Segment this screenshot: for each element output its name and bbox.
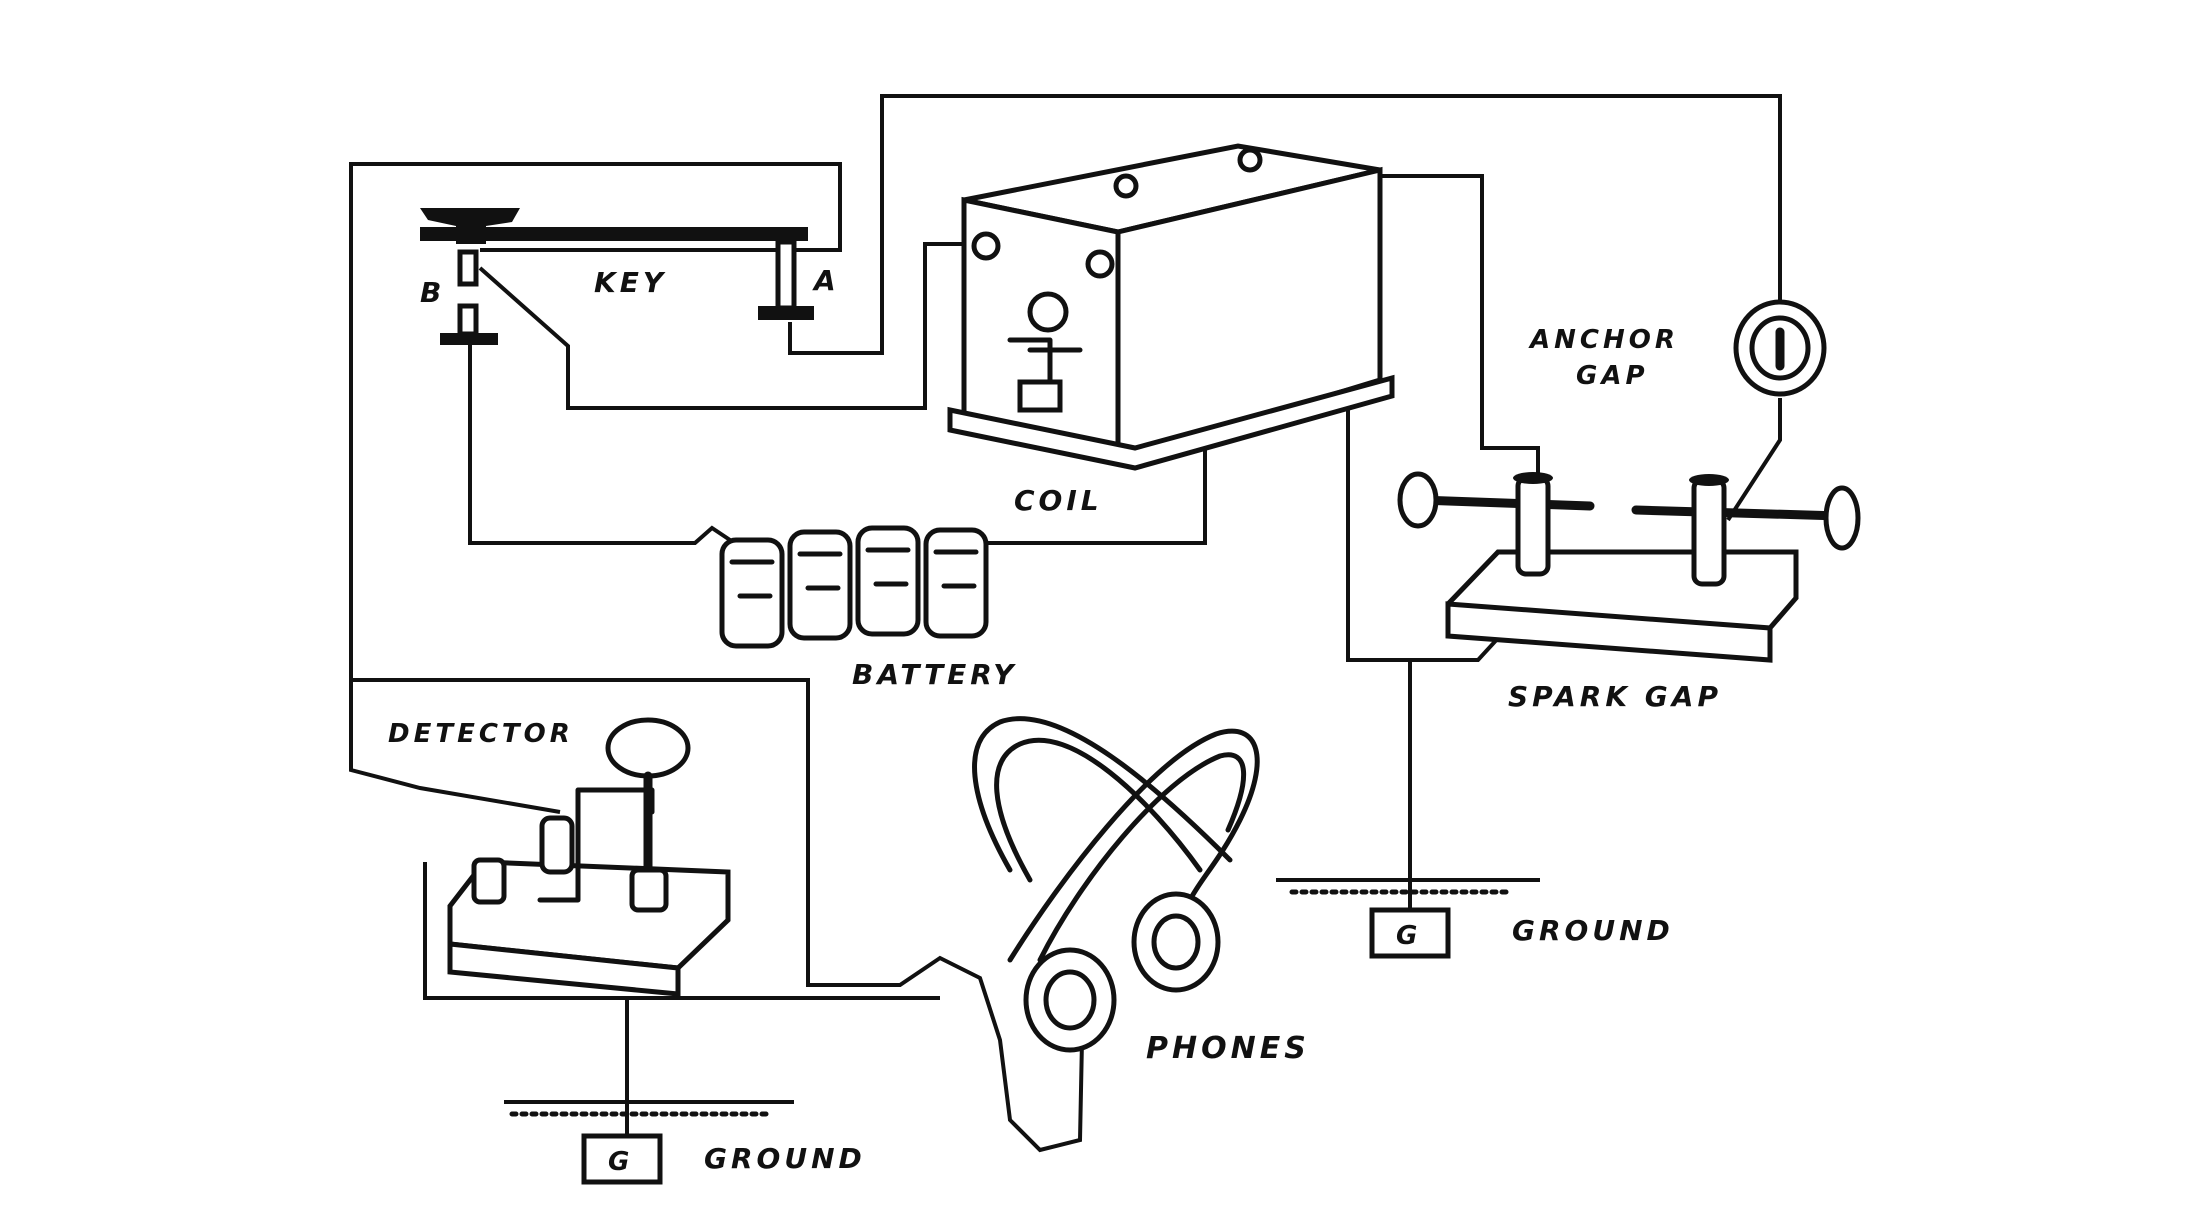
ground-right-box	[1369, 907, 1451, 959]
anchor-gap-label-line1: ANCHOR	[1528, 325, 1679, 355]
key-lever	[420, 227, 808, 241]
battery-cell-3	[855, 525, 921, 637]
battery-cell-4	[923, 527, 989, 639]
terminal-b-label: B	[420, 276, 445, 309]
headphones: PHONES	[972, 716, 1310, 1066]
anchor-gap-label-line2: GAP	[1576, 361, 1649, 391]
spark-gap-post-right	[1691, 477, 1727, 587]
detector-binding-post	[539, 815, 575, 875]
wire-coil-to-spark-gap-left	[1380, 174, 1540, 480]
anchor-gap: ANCHOR GAP	[1528, 299, 1827, 397]
wire-key-to-coil	[478, 242, 978, 410]
phones-label: PHONES	[1146, 1031, 1310, 1066]
ground-left-box	[581, 1133, 663, 1185]
key-contact-b-upper	[457, 249, 479, 287]
wire-anchor-gap-to-spark-gap	[1726, 398, 1782, 522]
spark-gap-post-left	[1515, 475, 1551, 577]
wire-detector-to-phones	[351, 678, 1085, 1153]
detector-crystal-cup	[629, 867, 669, 913]
spark-gap-base-front	[1445, 601, 1773, 663]
ground-right: G GROUND	[1276, 878, 1674, 959]
coil-base	[947, 374, 1395, 471]
spark-gap-rod-left	[1415, 495, 1595, 511]
spark-gap-cap-right	[1689, 474, 1729, 486]
spark-gap-cap-left	[1513, 472, 1553, 484]
spark-gap-knob-left	[1397, 471, 1439, 529]
terminal-a-label: A	[812, 264, 840, 297]
headband-cross-right	[1037, 752, 1247, 963]
coil-terminal-right	[1085, 249, 1115, 279]
coil-contact-block	[1017, 379, 1063, 413]
anchor-gap-inner	[1749, 315, 1811, 381]
ground-right-box-label: G	[1396, 921, 1421, 951]
coil-label: COIL	[1014, 484, 1103, 517]
coil-terminal-top-a	[1113, 173, 1139, 199]
key-contact-a	[775, 239, 797, 311]
ground-left-box-label: G	[608, 1147, 633, 1177]
wire-key-b-to-battery	[468, 343, 732, 545]
coil-interrupter	[1027, 291, 1069, 333]
wire-key-a-to-anchor-gap	[788, 94, 1782, 355]
spark-gap-label: SPARK GAP	[1508, 680, 1722, 713]
detector-label: DETECTOR	[388, 719, 574, 749]
earpiece-right-inner	[1151, 913, 1201, 971]
headband-left	[972, 716, 1233, 873]
ground-left: G GROUND	[504, 1100, 866, 1185]
ground-right-label: GROUND	[1512, 914, 1674, 947]
induction-coil: COIL	[947, 143, 1395, 517]
wire-key-to-detector	[349, 162, 842, 814]
earpiece-right	[1131, 891, 1221, 993]
coil-terminal-left	[971, 231, 1001, 261]
battery-label: BATTERY	[852, 658, 1018, 691]
key-contact-b-lower	[457, 303, 479, 337]
key-knob	[420, 208, 520, 244]
ground-left-label: GROUND	[704, 1142, 866, 1175]
battery-cell-1	[719, 537, 785, 649]
detector-adjust-knob	[605, 717, 691, 779]
spark-gap-rod-right	[1631, 505, 1845, 521]
key-terminal-b	[440, 333, 498, 345]
battery-cell-2	[787, 529, 853, 641]
spark-gap-knob-right	[1823, 485, 1861, 551]
detector-terminal	[471, 857, 507, 905]
telegraph-key: KEY A B	[420, 208, 840, 345]
earpiece-left	[1023, 947, 1117, 1053]
coil-terminal-top-b	[1237, 147, 1263, 173]
detector: DETECTOR	[388, 717, 731, 997]
key-label: KEY	[594, 266, 667, 299]
battery: BATTERY	[719, 525, 1018, 691]
spark-gap: SPARK GAP	[1397, 471, 1861, 713]
detector-base-front	[447, 941, 681, 997]
key-terminal-a	[758, 306, 814, 320]
headband-cross-left	[1007, 728, 1260, 963]
earpiece-left-inner	[1043, 969, 1097, 1031]
